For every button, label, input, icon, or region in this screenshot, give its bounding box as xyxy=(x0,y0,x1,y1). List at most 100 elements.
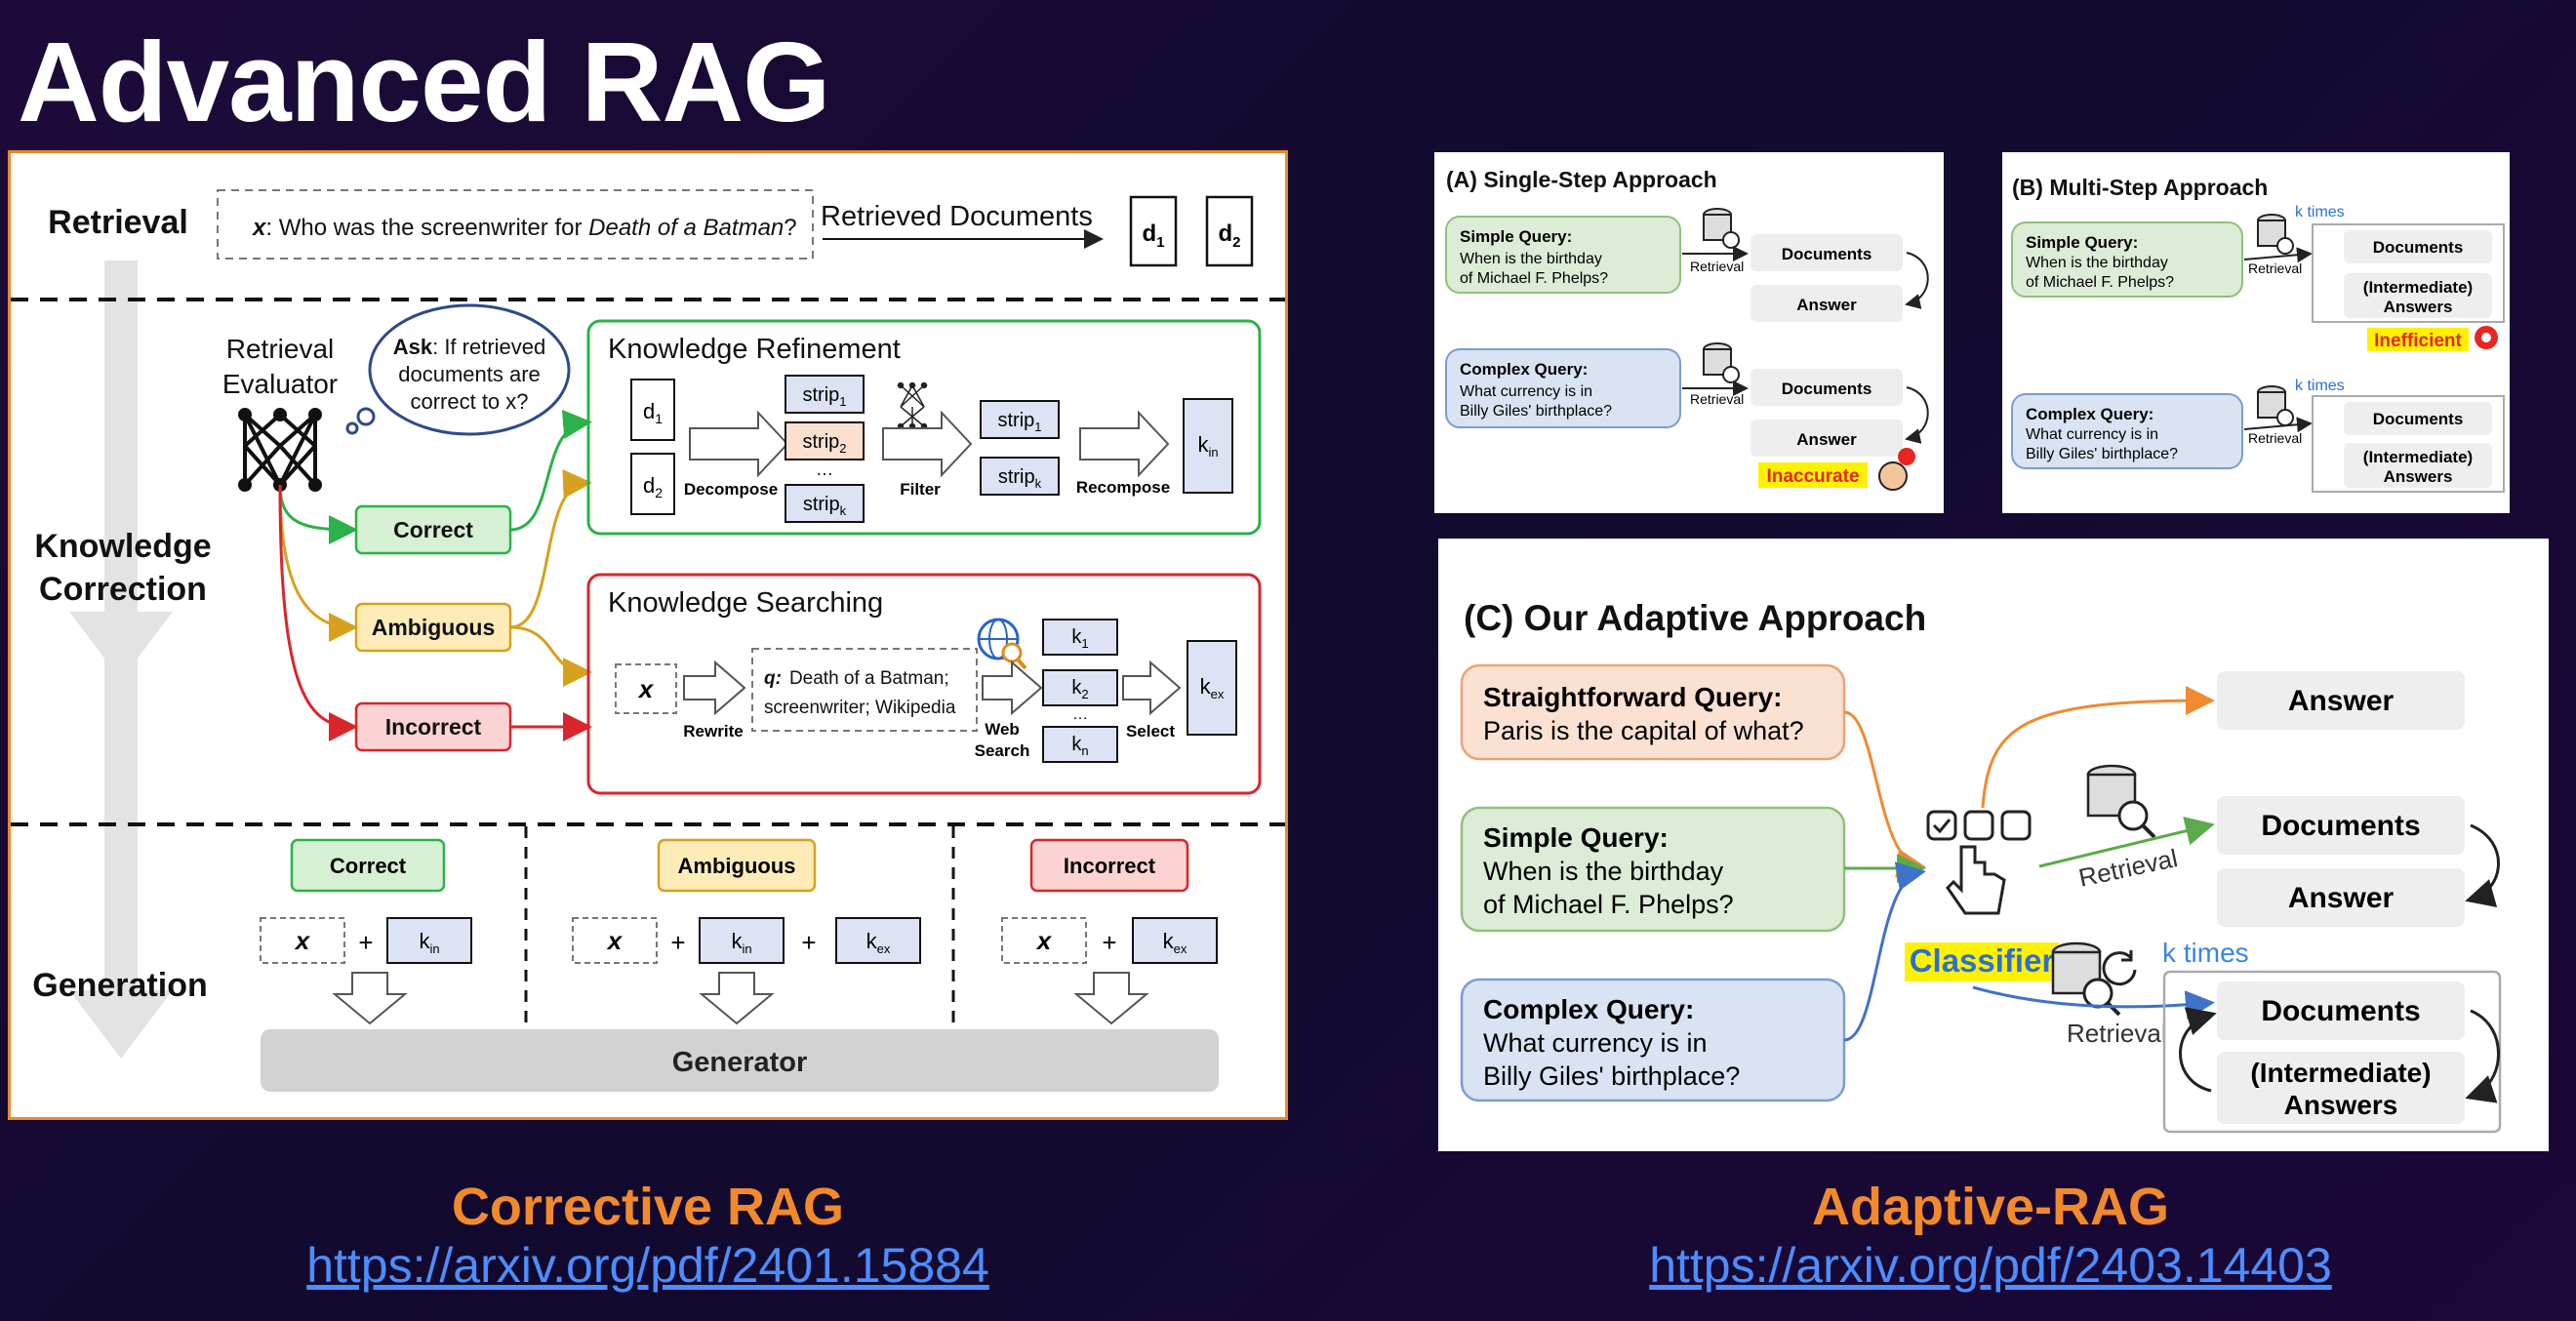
svg-text:Correct: Correct xyxy=(393,517,473,542)
k-ex xyxy=(1187,640,1237,736)
svg-text:Retrieval: Retrieval xyxy=(1690,259,1744,274)
generator-label: Generator xyxy=(672,1047,808,1078)
svg-text:Retrieval: Retrieval xyxy=(2248,430,2302,446)
strip-1 xyxy=(785,375,865,414)
svg-text:screenwriter; Wikipedia: screenwriter; Wikipedia xyxy=(764,698,956,718)
svg-text:Filter: Filter xyxy=(900,480,941,499)
svg-text:Documents: Documents xyxy=(2261,810,2420,842)
knowledge-searching-box xyxy=(586,573,1262,795)
svg-text:stripk: stripk xyxy=(998,466,1042,491)
classifier-highlight xyxy=(1905,942,2059,981)
ask-text-1: Ask: If retrieved xyxy=(393,335,546,359)
svg-text:+: + xyxy=(801,928,816,957)
svg-text:(B) Multi-Step Approach: (B) Multi-Step Approach xyxy=(2012,175,2268,200)
svg-text:(Intermediate): (Intermediate) xyxy=(2363,448,2473,466)
strip-k xyxy=(785,484,865,523)
refinement-title: Knowledge Refinement xyxy=(608,334,901,365)
section-retrieval: Retrieval xyxy=(48,204,188,241)
svg-text:When is the birthday: When is the birthday xyxy=(2026,255,2168,271)
adaptive-title: Adaptive-RAG xyxy=(1811,1178,2170,1236)
web-search-icon xyxy=(977,618,1027,670)
svg-text:+: + xyxy=(670,928,685,957)
svg-text:Documents: Documents xyxy=(1782,245,1872,263)
svg-text:of Michael F. Phelps?: of Michael F. Phelps? xyxy=(1483,890,1734,919)
svg-text:Incorrect: Incorrect xyxy=(385,714,482,740)
iteration-box xyxy=(2162,970,2502,1134)
evaluator-label-2: Evaluator xyxy=(222,369,338,399)
svg-text:Select: Select xyxy=(1126,722,1175,741)
adaptive-approach-diagram: (C) Our Adaptive Approach Straightforwar… xyxy=(1438,539,2549,1151)
svg-text:What currency is in: What currency is in xyxy=(1483,1028,1708,1058)
doc-d1 xyxy=(1129,195,1178,267)
adaptive-paper-link[interactable]: https://arxiv.org/pdf/2403.14403 xyxy=(1649,1238,2332,1293)
database-icon xyxy=(1703,208,1740,249)
svg-text:(Intermediate): (Intermediate) xyxy=(2250,1058,2431,1088)
doc-d2 xyxy=(1205,195,1254,267)
svg-text:When is the birthday: When is the birthday xyxy=(1483,857,1724,886)
inefficient-label: Inefficient xyxy=(2374,331,2462,351)
svg-text:Correct: Correct xyxy=(330,854,407,878)
filter-arrow xyxy=(882,410,973,478)
section-generation: Generation xyxy=(32,967,207,1004)
searching-title: Knowledge Searching xyxy=(608,587,883,619)
svg-text:Rewrite: Rewrite xyxy=(683,722,743,741)
flow-arrow-upper xyxy=(69,260,173,680)
svg-text:What currency is in: What currency is in xyxy=(1460,383,1592,400)
svg-text:Incorrect: Incorrect xyxy=(1064,854,1156,878)
svg-text:strip1: strip1 xyxy=(802,384,846,409)
svg-text:Ambiguous: Ambiguous xyxy=(372,615,496,640)
svg-text:(A) Single-Step Approach: (A) Single-Step Approach xyxy=(1446,167,1717,192)
svg-text:Retrieval: Retrieval xyxy=(2067,1019,2167,1048)
svg-text:Answers: Answers xyxy=(2384,298,2453,316)
adaptive-caption: Adaptive-RAG https://arxiv.org/pdf/2403.… xyxy=(1551,1177,2430,1294)
strip-2 xyxy=(785,421,865,460)
neural-network-icon xyxy=(238,408,322,492)
svg-text:Answers: Answers xyxy=(2384,467,2453,486)
filter-network-icon xyxy=(897,381,928,430)
svg-text:Retrieval: Retrieval xyxy=(2076,843,2181,893)
database-icon xyxy=(2257,385,2294,426)
svg-text:Answer: Answer xyxy=(1796,430,1857,449)
database-icon xyxy=(2086,764,2156,839)
svg-text:x: x xyxy=(606,926,624,955)
svg-text:Web: Web xyxy=(985,720,1020,739)
recompose-arrow xyxy=(1079,410,1170,478)
svg-text:Ambiguous: Ambiguous xyxy=(678,854,796,878)
classifier-hand-icon xyxy=(1926,810,2032,915)
knowledge-refinement-box xyxy=(586,319,1262,536)
svg-text:x: x xyxy=(294,926,311,955)
svg-text:…: … xyxy=(1072,706,1088,723)
gen-label-ambiguous xyxy=(657,838,817,893)
database-icon xyxy=(2051,941,2121,1017)
corrective-rag-diagram: Retrieval Knowledge Correction Generatio… xyxy=(8,150,1288,1120)
k-in xyxy=(1183,398,1233,494)
corrective-caption: Corrective RAG https://arxiv.org/pdf/240… xyxy=(209,1177,1087,1294)
section-correction: Correction xyxy=(39,571,207,608)
gen-label-incorrect xyxy=(1029,838,1189,893)
ask-text-2: documents are xyxy=(398,362,541,386)
ask-text-3: correct to x? xyxy=(410,389,528,414)
corrective-title: Corrective RAG xyxy=(451,1178,845,1236)
k-times-label: k times xyxy=(2162,938,2249,968)
flow-arrow-lower xyxy=(69,631,173,1059)
svg-text:Search: Search xyxy=(975,741,1030,760)
inaccurate-label: Inaccurate xyxy=(1766,466,1859,487)
multi-step-diagram: (B) Multi-Step Approach Simple Query: Wh… xyxy=(2002,152,2510,513)
svg-text:Simple Query:: Simple Query: xyxy=(1483,822,1669,853)
gen-label-correct xyxy=(290,838,446,893)
corrective-paper-link[interactable]: https://arxiv.org/pdf/2401.15884 xyxy=(306,1238,989,1293)
retrieved-docs-label: Retrieved Documents xyxy=(821,201,1093,232)
gear-warning-icon xyxy=(2475,326,2498,349)
decompose-arrow xyxy=(689,410,789,478)
single-step-diagram: (A) Single-Step Approach Simple Query: W… xyxy=(1434,152,1944,513)
loop-icon xyxy=(2102,950,2137,986)
svg-text:k times: k times xyxy=(2295,378,2345,394)
query-text: x: Who was the screenwriter for Death of… xyxy=(251,215,797,241)
svg-text:(C) Our Adaptive Approach: (C) Our Adaptive Approach xyxy=(1464,598,1926,638)
svg-text:Documents: Documents xyxy=(2261,995,2420,1027)
svg-text:Documents: Documents xyxy=(2373,410,2464,428)
svg-text:Decompose: Decompose xyxy=(684,480,778,499)
svg-text:…: … xyxy=(816,460,833,479)
svg-text:x: x xyxy=(1035,926,1053,955)
svg-text:Complex Query:: Complex Query: xyxy=(1483,994,1694,1024)
